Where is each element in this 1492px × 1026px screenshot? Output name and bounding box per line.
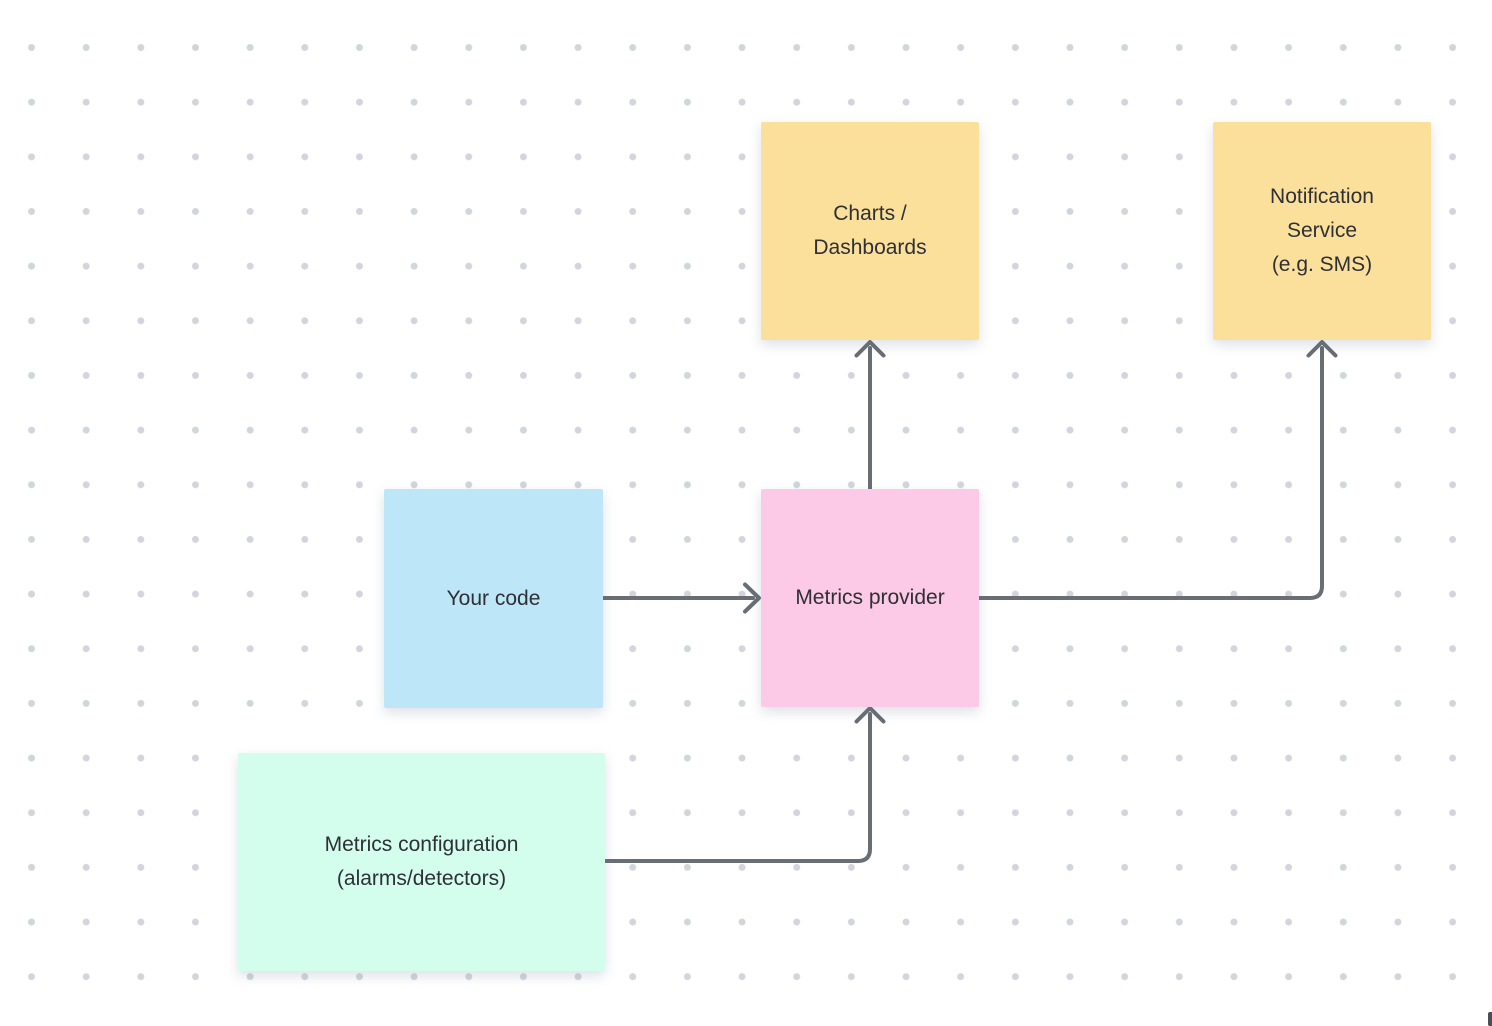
sticky-note-label: Metrics provider	[795, 586, 945, 609]
sticky-note-your-code[interactable]: Your code	[384, 489, 603, 708]
connector-your-code-to-metrics-provider[interactable]	[601, 582, 761, 614]
arrowhead-up-icon	[854, 340, 886, 358]
sticky-note-label: Metrics configuration (alarms/detectors)	[324, 833, 519, 890]
sticky-note-label: Your code	[446, 586, 541, 610]
connector-metrics-config-to-metrics-provider[interactable]	[603, 706, 886, 863]
sticky-note-notification-service[interactable]: Notification Service (e.g. SMS)	[1213, 122, 1431, 340]
connector-line	[977, 346, 1324, 600]
connector-metrics-provider-to-notification[interactable]	[977, 340, 1338, 600]
connector-metrics-provider-to-charts[interactable]	[854, 340, 886, 491]
arrowhead-right-icon	[743, 582, 761, 614]
sticky-note-label: Charts / Dashboards	[813, 202, 927, 259]
arrowhead-up-icon	[1306, 340, 1338, 358]
sticky-note-metrics-configuration[interactable]: Metrics configuration (alarms/detectors)	[238, 753, 605, 971]
connector-line	[603, 712, 872, 863]
sticky-note-charts-dashboards[interactable]: Charts / Dashboards	[761, 122, 979, 340]
sticky-note-label: Notification Service (e.g. SMS)	[1270, 185, 1374, 276]
arrowhead-up-icon	[854, 706, 886, 724]
sticky-note-metrics-provider[interactable]: Metrics provider	[761, 489, 979, 707]
clipped-cursor-artifact	[1488, 1012, 1492, 1026]
